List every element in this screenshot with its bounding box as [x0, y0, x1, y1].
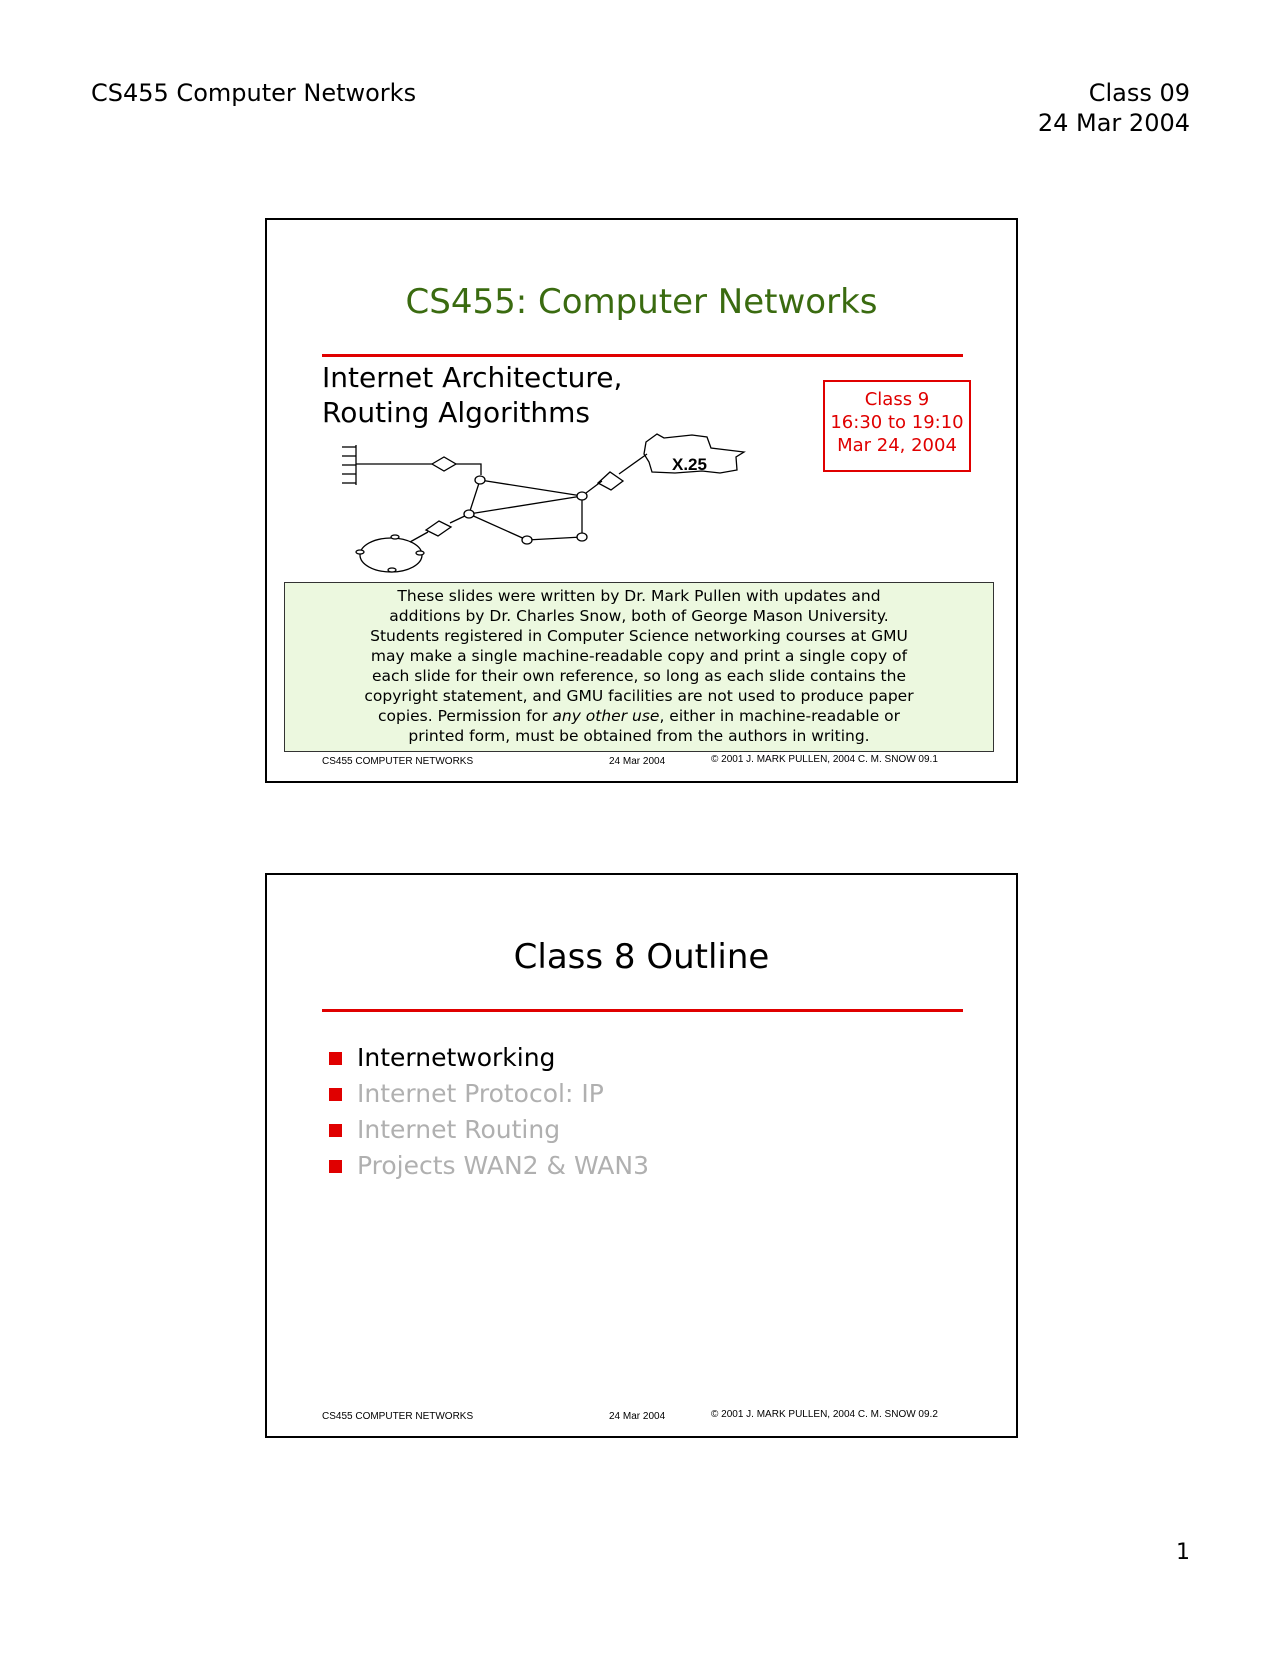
slide-2: Class 8 Outline Internetworking Internet…: [265, 873, 1018, 1438]
x25-label: X.25: [672, 455, 707, 474]
header-class-date: Class 09 24 Mar 2004: [1038, 78, 1190, 138]
notice-line: may make a single machine-readable copy …: [370, 647, 908, 665]
notice-line: Students registered in Computer Science …: [370, 627, 908, 645]
outline-item: Internet Routing: [329, 1112, 649, 1148]
slide-1: CS455: Computer Networks Internet Archit…: [265, 218, 1018, 783]
notice-text: , either in machine-readable or: [659, 707, 901, 725]
subtitle-line: Routing Algorithms: [322, 396, 590, 429]
outline-item: Internetworking: [329, 1040, 649, 1076]
outline-item-label: Internet Routing: [357, 1115, 561, 1144]
network-diagram: X.25: [342, 433, 746, 573]
outline-item-label: Projects WAN2 & WAN3: [357, 1151, 650, 1180]
bullet-square-icon: [329, 1123, 342, 1137]
bullet-square-icon: [329, 1087, 342, 1101]
header-date: 24 Mar 2004: [1037, 109, 1190, 137]
title-divider: [322, 354, 963, 357]
notice-line: copyright statement, and GMU facilities …: [364, 687, 914, 705]
class-date: Mar 24, 2004: [837, 435, 957, 456]
bullet-square-icon: [329, 1051, 342, 1065]
router-diamond: [430, 456, 458, 472]
notice-line: additions by Dr. Charles Snow, both of G…: [389, 607, 889, 625]
footer-date: 24 Mar 2004: [609, 756, 666, 767]
outline-item: Projects WAN2 & WAN3: [329, 1148, 649, 1184]
slide-title: Class 8 Outline: [513, 937, 770, 977]
class-time: 16:30 to 19:10: [830, 412, 964, 433]
outline-item-label: Internet Protocol: IP: [357, 1079, 604, 1108]
outline-item: Internet Protocol: IP: [329, 1076, 649, 1112]
class-info-box: Class 9 16:30 to 19:10 Mar 24, 2004: [823, 380, 971, 472]
slide-title: CS455: Computer Networks: [405, 282, 878, 322]
footer-course: CS455 COMPUTER NETWORKS: [322, 1411, 474, 1422]
class-number: Class 9: [864, 389, 930, 410]
footer-copyright: © 2001 J. MARK PULLEN, 2004 C. M. SNOW 0…: [711, 1409, 938, 1420]
notice-line: each slide for their own reference, so l…: [372, 667, 906, 685]
notice-line: copies. Permission for any other use, ei…: [285, 706, 993, 726]
outline-item-label: Internetworking: [357, 1043, 556, 1072]
page-number: 1: [1176, 1540, 1190, 1565]
notice-line: printed form, must be obtained from the …: [408, 727, 870, 745]
outline-list: Internetworking Internet Protocol: IP In…: [329, 1040, 649, 1184]
notice-text: copies. Permission for: [377, 707, 553, 725]
router-diamond: [424, 520, 453, 537]
notice-emphasis: any other use: [552, 707, 660, 725]
router-diamond: [596, 471, 625, 491]
subtitle-line: Internet Architecture,: [322, 361, 623, 394]
header-course: CS455 Computer Networks: [91, 79, 417, 107]
notice-line: These slides were written by Dr. Mark Pu…: [397, 587, 881, 605]
title-divider: [322, 1009, 963, 1012]
header-class: Class 09: [1088, 79, 1190, 107]
slide-subtitle: Internet Architecture, Routing Algorithm…: [322, 360, 622, 430]
footer-date: 24 Mar 2004: [609, 1411, 666, 1422]
footer-copyright: © 2001 J. MARK PULLEN, 2004 C. M. SNOW 0…: [711, 754, 938, 765]
bullet-square-icon: [329, 1159, 342, 1173]
copyright-notice: These slides were written by Dr. Mark Pu…: [284, 582, 994, 752]
x25-cloud: [643, 433, 746, 474]
footer-course: CS455 COMPUTER NETWORKS: [322, 756, 474, 767]
